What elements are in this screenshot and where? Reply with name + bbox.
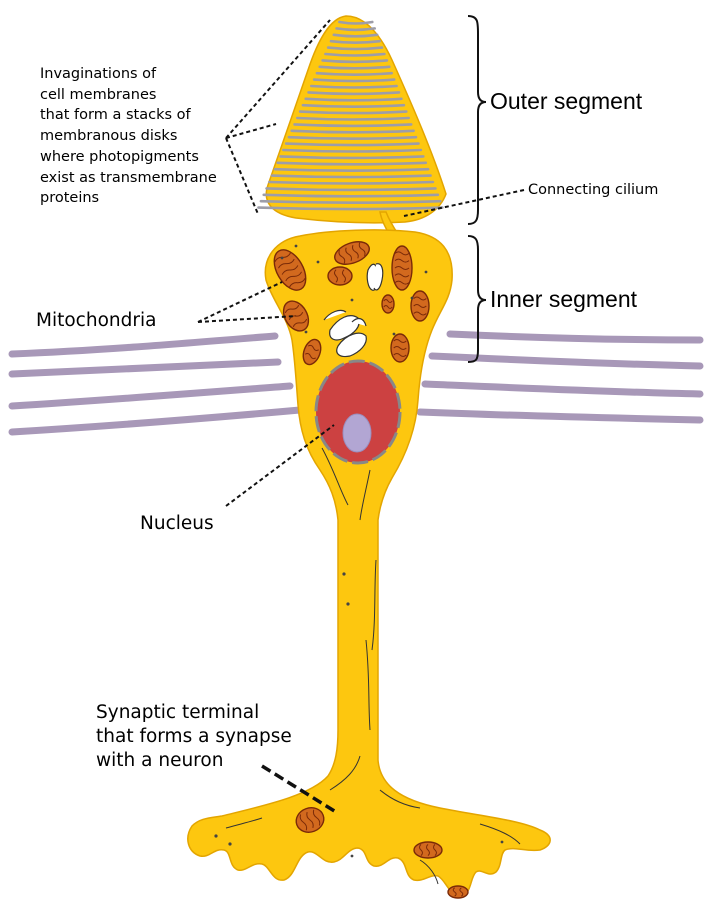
disk-stripe — [303, 105, 404, 107]
disk-stripe — [269, 182, 433, 184]
disk-stripe — [311, 86, 396, 88]
disk-stripe — [309, 92, 400, 94]
disk-stripe — [300, 112, 406, 114]
inner-segment-body — [188, 230, 550, 896]
disk-stripe — [325, 54, 384, 56]
disk-stripe — [334, 35, 377, 37]
mitochondrion — [391, 334, 409, 362]
synaptic-terminal-label: Synaptic terminal that forms a synapse w… — [96, 701, 292, 773]
disk-stripe — [328, 48, 382, 50]
disk-stripe — [320, 67, 390, 69]
disk-stripe — [337, 28, 375, 30]
disk-stripe — [286, 144, 418, 146]
mitochondrion — [411, 291, 429, 321]
disk-stripe — [275, 169, 428, 171]
disk-stripe — [281, 156, 424, 158]
disk-stripe — [283, 150, 421, 152]
disk-stripe — [267, 188, 436, 190]
disk-stripe — [295, 124, 412, 126]
mitochondrion — [414, 842, 442, 858]
mitochondrion — [392, 246, 412, 290]
disk-stripe — [306, 99, 402, 101]
disk-stripe — [314, 80, 394, 82]
mitochondrion — [448, 886, 468, 898]
outer-segment-cone — [258, 16, 446, 223]
membrane-lines-left — [12, 336, 300, 432]
mitochondrion — [382, 295, 394, 313]
connecting-cilium-label: Connecting cilium — [528, 180, 658, 201]
nucleus-shape — [316, 361, 400, 463]
disk-stripe — [258, 208, 442, 210]
outer-segment-label: Outer segment — [490, 88, 642, 114]
nucleus-label: Nucleus — [140, 512, 214, 536]
disk-stripe — [289, 137, 416, 139]
disk-stripe — [278, 163, 426, 165]
mitochondrion — [328, 267, 352, 285]
inner-segment-label: Inner segment — [490, 286, 637, 312]
disk-stripe — [261, 201, 440, 203]
disk-stripe — [292, 131, 414, 133]
disk-stripe — [297, 118, 408, 120]
disk-stripe — [317, 73, 392, 75]
disk-stripe — [323, 60, 387, 62]
mitochondria-label: Mitochondria — [36, 309, 156, 333]
bracket-inner-segment — [468, 236, 486, 362]
invaginations-label: Invaginations of cell membranes that for… — [40, 64, 217, 209]
disk-stripe — [264, 195, 438, 197]
bracket-outer-segment — [468, 16, 486, 224]
membrane-lines-right — [420, 334, 700, 420]
disk-stripe — [331, 41, 380, 43]
disk-stripe — [272, 176, 431, 178]
disk-stripe — [339, 22, 372, 24]
